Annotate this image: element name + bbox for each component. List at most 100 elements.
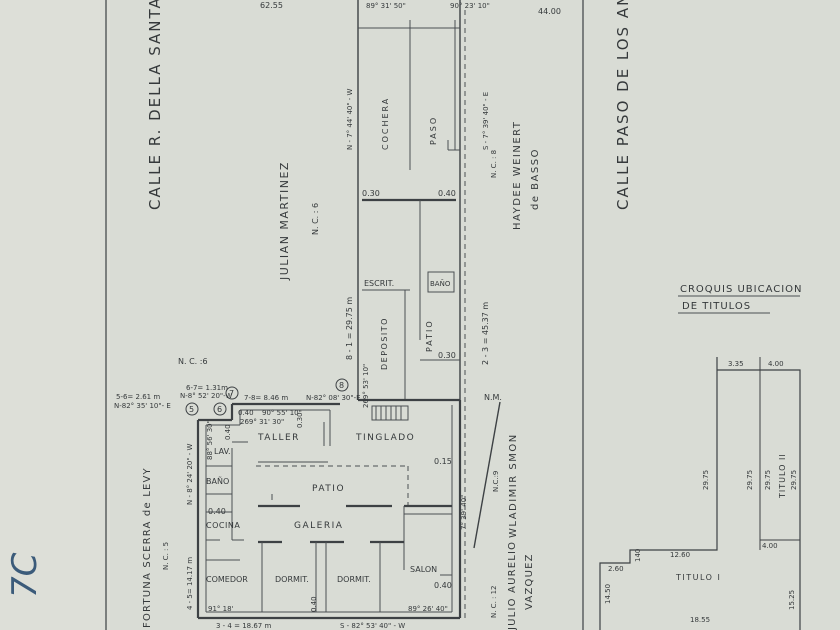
room-deposito: DEPOSITO (380, 317, 389, 370)
dim-top-44-00: 44.00 (538, 7, 561, 16)
angle-91-18: 91° 18' (208, 605, 234, 613)
owner-smon-nc: N.C.:9 (492, 471, 500, 492)
bearing-right-vertical: S - 7° 39' 40" - E (482, 92, 490, 150)
seg-3-4: 3 - 4 = 18.67 m (216, 622, 271, 630)
croquis-dim-2975-d: 29.75 (790, 470, 798, 490)
bano-top-box (427, 271, 455, 293)
room-dormit-1: DORMIT. (275, 575, 309, 584)
street-label-della-santa: CALLE R. DELLA SANTA (146, 0, 164, 210)
angle-89-26: 89° 26' 40" (408, 605, 448, 613)
seg-7-8: 7-8= 8.46 m (244, 394, 288, 402)
owner-haydee-de-basso: de BASSO (530, 148, 541, 210)
croquis-dim-1260: 12.60 (670, 551, 690, 559)
room-paso: PASO (429, 116, 438, 145)
croquis-dim-335: 3.35 (728, 360, 744, 368)
owner-julio-aurelio: JULIO AURELIO (507, 541, 518, 630)
owner-fortuna-nc: N. C. : 5 (162, 542, 170, 570)
dim-040-a: 0.40 (438, 189, 456, 198)
handwritten-mark: 7C (5, 552, 45, 598)
seg-4-5: 4 - 5= 14.17 m (186, 557, 194, 610)
croquis-dim-2975-a: 29.75 (702, 470, 710, 490)
owner-nc6-small: N. C. :6 (178, 357, 208, 366)
angle-269-53: 269° 53' 10" (362, 364, 370, 408)
room-lav: LAV. (214, 447, 231, 456)
dim-040-e: 0.40 (208, 507, 226, 516)
room-comedor: COMEDOR (206, 575, 248, 584)
croquis-title-line-1: CROQUIS UBICACION (680, 284, 803, 295)
owner-haydee-weinert: HAYDEE WEINERT (512, 121, 523, 231)
dim-040-g: 0.40 (310, 596, 318, 612)
owner-julian-martinez: JULIAN MARTINEZ (278, 161, 291, 281)
bearing-left-vertical: N - 7° 44' 40" - W (346, 88, 354, 150)
seg-5-6: 5-6= 2.61 m (116, 393, 160, 401)
croquis-titulo-2: TITULO II (778, 453, 787, 499)
croquis-titulo-1: TITULO I (675, 573, 721, 582)
side-2-3: 2 - 3 = 45.37 m (481, 302, 490, 365)
room-bano-top: BAÑO (430, 279, 451, 288)
marker-5: 5 (185, 402, 199, 416)
marker-8: 8 (335, 378, 349, 392)
marker-7: 7 (225, 386, 239, 400)
dim-030-c: 0.30 (296, 412, 304, 428)
angle-7-39: 7° 39' 40" (460, 495, 468, 530)
owner-julian-nc: N. C. : 6 (311, 203, 320, 235)
room-patio-vertical: PATIO (425, 319, 434, 352)
owner-haydee-nc: N. C. : 8 (490, 150, 498, 178)
room-bano: BAÑO (206, 476, 229, 486)
bearing-n-82-08: N-82° 08' 30"-E (306, 394, 361, 402)
side-8-1: 8 - 1 = 29.75 m (345, 297, 354, 360)
room-cocina: COCINA (206, 521, 240, 530)
dim-top-62-55: 62.55 (260, 1, 283, 10)
seg-6-7: 6-7= 1.31m (186, 384, 228, 392)
room-salon: SALON (410, 565, 437, 574)
north-arrow: N.M. (473, 393, 502, 549)
owner-julio-vazquez: VAZQUEZ (524, 553, 535, 610)
croquis-outline (599, 357, 801, 630)
north-arrow-label: N.M. (484, 393, 502, 402)
paper-left-margin (0, 0, 110, 630)
marker-6: 6 (213, 402, 227, 416)
seg-6-7-bearing: N-8° 52' 20"-W (180, 392, 232, 400)
angle-90-55: 90° 55' 10" (262, 409, 302, 417)
room-escrit: ESCRIT. (364, 279, 394, 288)
property-lines (357, 0, 466, 620)
dim-015: 0.15 (434, 457, 452, 466)
dim-040-f: 0.40 (434, 581, 452, 590)
drawing-frame (105, 0, 584, 630)
owner-julio-nc: N. C. : 12 (490, 585, 498, 618)
croquis-dim-400-mid: 4.00 (762, 542, 778, 550)
angle-88-56: 88° 56' 30" (206, 420, 214, 460)
croquis-title-line-2: DE TITULOS (682, 301, 751, 312)
croquis-dim-2975-c: 29.75 (764, 470, 772, 490)
bearing-bottom: S - 82° 53' 40" - W (340, 622, 405, 630)
angle-90-23: 90° 23' 10" (450, 2, 490, 10)
dim-030-a: 0.30 (362, 189, 380, 198)
dim-040-c: 0.40 (238, 409, 254, 417)
owner-wladimir-smon: WLADIMIR SMON (508, 433, 519, 538)
svg-text:7: 7 (229, 389, 234, 398)
street-label-paso-de-los-andes: CALLE PASO DE LOS ANDES (614, 0, 632, 210)
bearing-n-8-24: N - 8° 24' 20" - W (186, 443, 194, 505)
room-patio: PATIO (312, 484, 345, 494)
seg-5-6-bearing: N-82° 35' 10"- E (114, 402, 171, 410)
croquis-dim-140: 140 (634, 549, 642, 562)
house-plan (196, 400, 462, 620)
dim-030-b: 0.30 (438, 351, 456, 360)
room-tinglado: TINGLADO (355, 433, 415, 443)
croquis-dim-2975-b: 29.75 (746, 470, 754, 490)
croquis-dim-1450: 14.50 (604, 584, 612, 604)
croquis-dim-260: 2.60 (608, 565, 624, 573)
owner-fortuna-scerra: FORTUNA SCERRA de LEVY (142, 467, 153, 628)
room-dormit-2: DORMIT. (337, 575, 371, 584)
croquis-dim-1525: 15.25 (788, 590, 796, 610)
stair-hatch (371, 405, 409, 421)
dim-040-d: 0.40 (224, 424, 232, 440)
svg-text:8: 8 (339, 381, 344, 390)
svg-text:5: 5 (189, 405, 194, 414)
angle-89-31: 89° 31' 50" (366, 2, 406, 10)
croquis-dim-400-top: 4.00 (768, 360, 784, 368)
room-cochera: COCHERA (381, 97, 390, 150)
room-taller: TALLER (257, 433, 300, 443)
room-galeria: GALERIA (294, 521, 343, 531)
